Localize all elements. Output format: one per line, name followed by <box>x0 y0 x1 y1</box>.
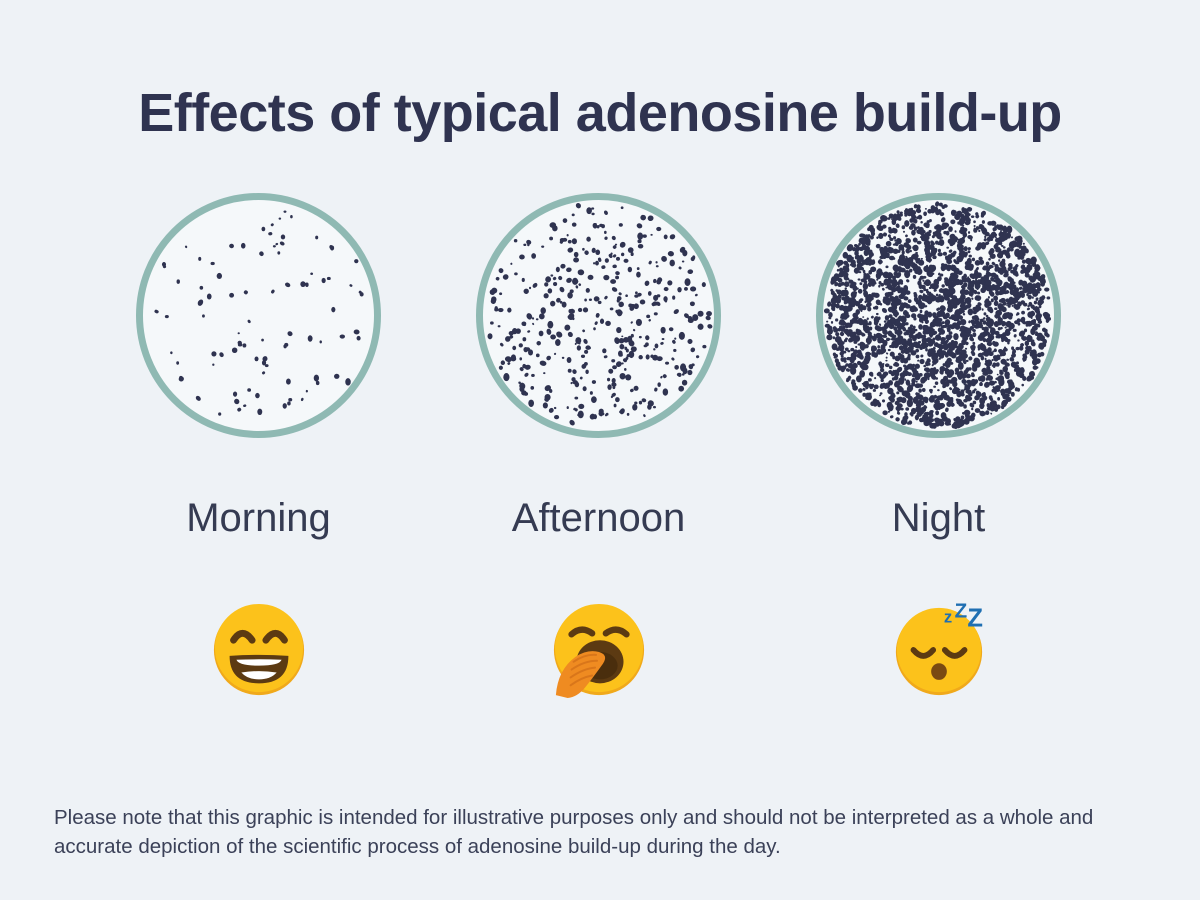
petri-dish-night <box>816 193 1061 438</box>
page-title: Effects of typical adenosine build-up <box>138 83 1062 144</box>
dot-field-afternoon <box>487 202 713 426</box>
dish-row <box>0 193 1200 438</box>
beaming-face-with-smiling-eyes-icon <box>213 603 304 696</box>
emoji-slot-afternoon <box>476 600 721 700</box>
phase-label-row: Morning Afternoon Night <box>0 492 1200 544</box>
emoji-row: z Z Z <box>0 600 1200 700</box>
phase-label-morning: Morning <box>186 496 331 540</box>
petri-dish-morning <box>136 193 381 438</box>
phase-label-night: Night <box>891 496 986 540</box>
svg-text:z: z <box>943 608 951 627</box>
dish-panel-night <box>816 193 1061 438</box>
disclaimer-footnote: Please note that this graphic is intende… <box>54 805 1094 858</box>
svg-text:Z: Z <box>967 604 983 632</box>
dish-panel-morning <box>136 193 381 438</box>
dish-panel-afternoon <box>476 193 721 438</box>
dot-field-morning <box>154 210 364 416</box>
sleeping-face-icon: z Z Z <box>895 601 983 696</box>
yawning-face-icon <box>553 603 644 699</box>
emoji-slot-morning <box>136 600 381 700</box>
dot-field-night <box>823 201 1051 429</box>
svg-text:Z: Z <box>954 601 967 623</box>
emoji-slot-night: z Z Z <box>816 600 1061 700</box>
phase-label-afternoon: Afternoon <box>511 496 686 540</box>
petri-dish-afternoon <box>476 193 721 438</box>
